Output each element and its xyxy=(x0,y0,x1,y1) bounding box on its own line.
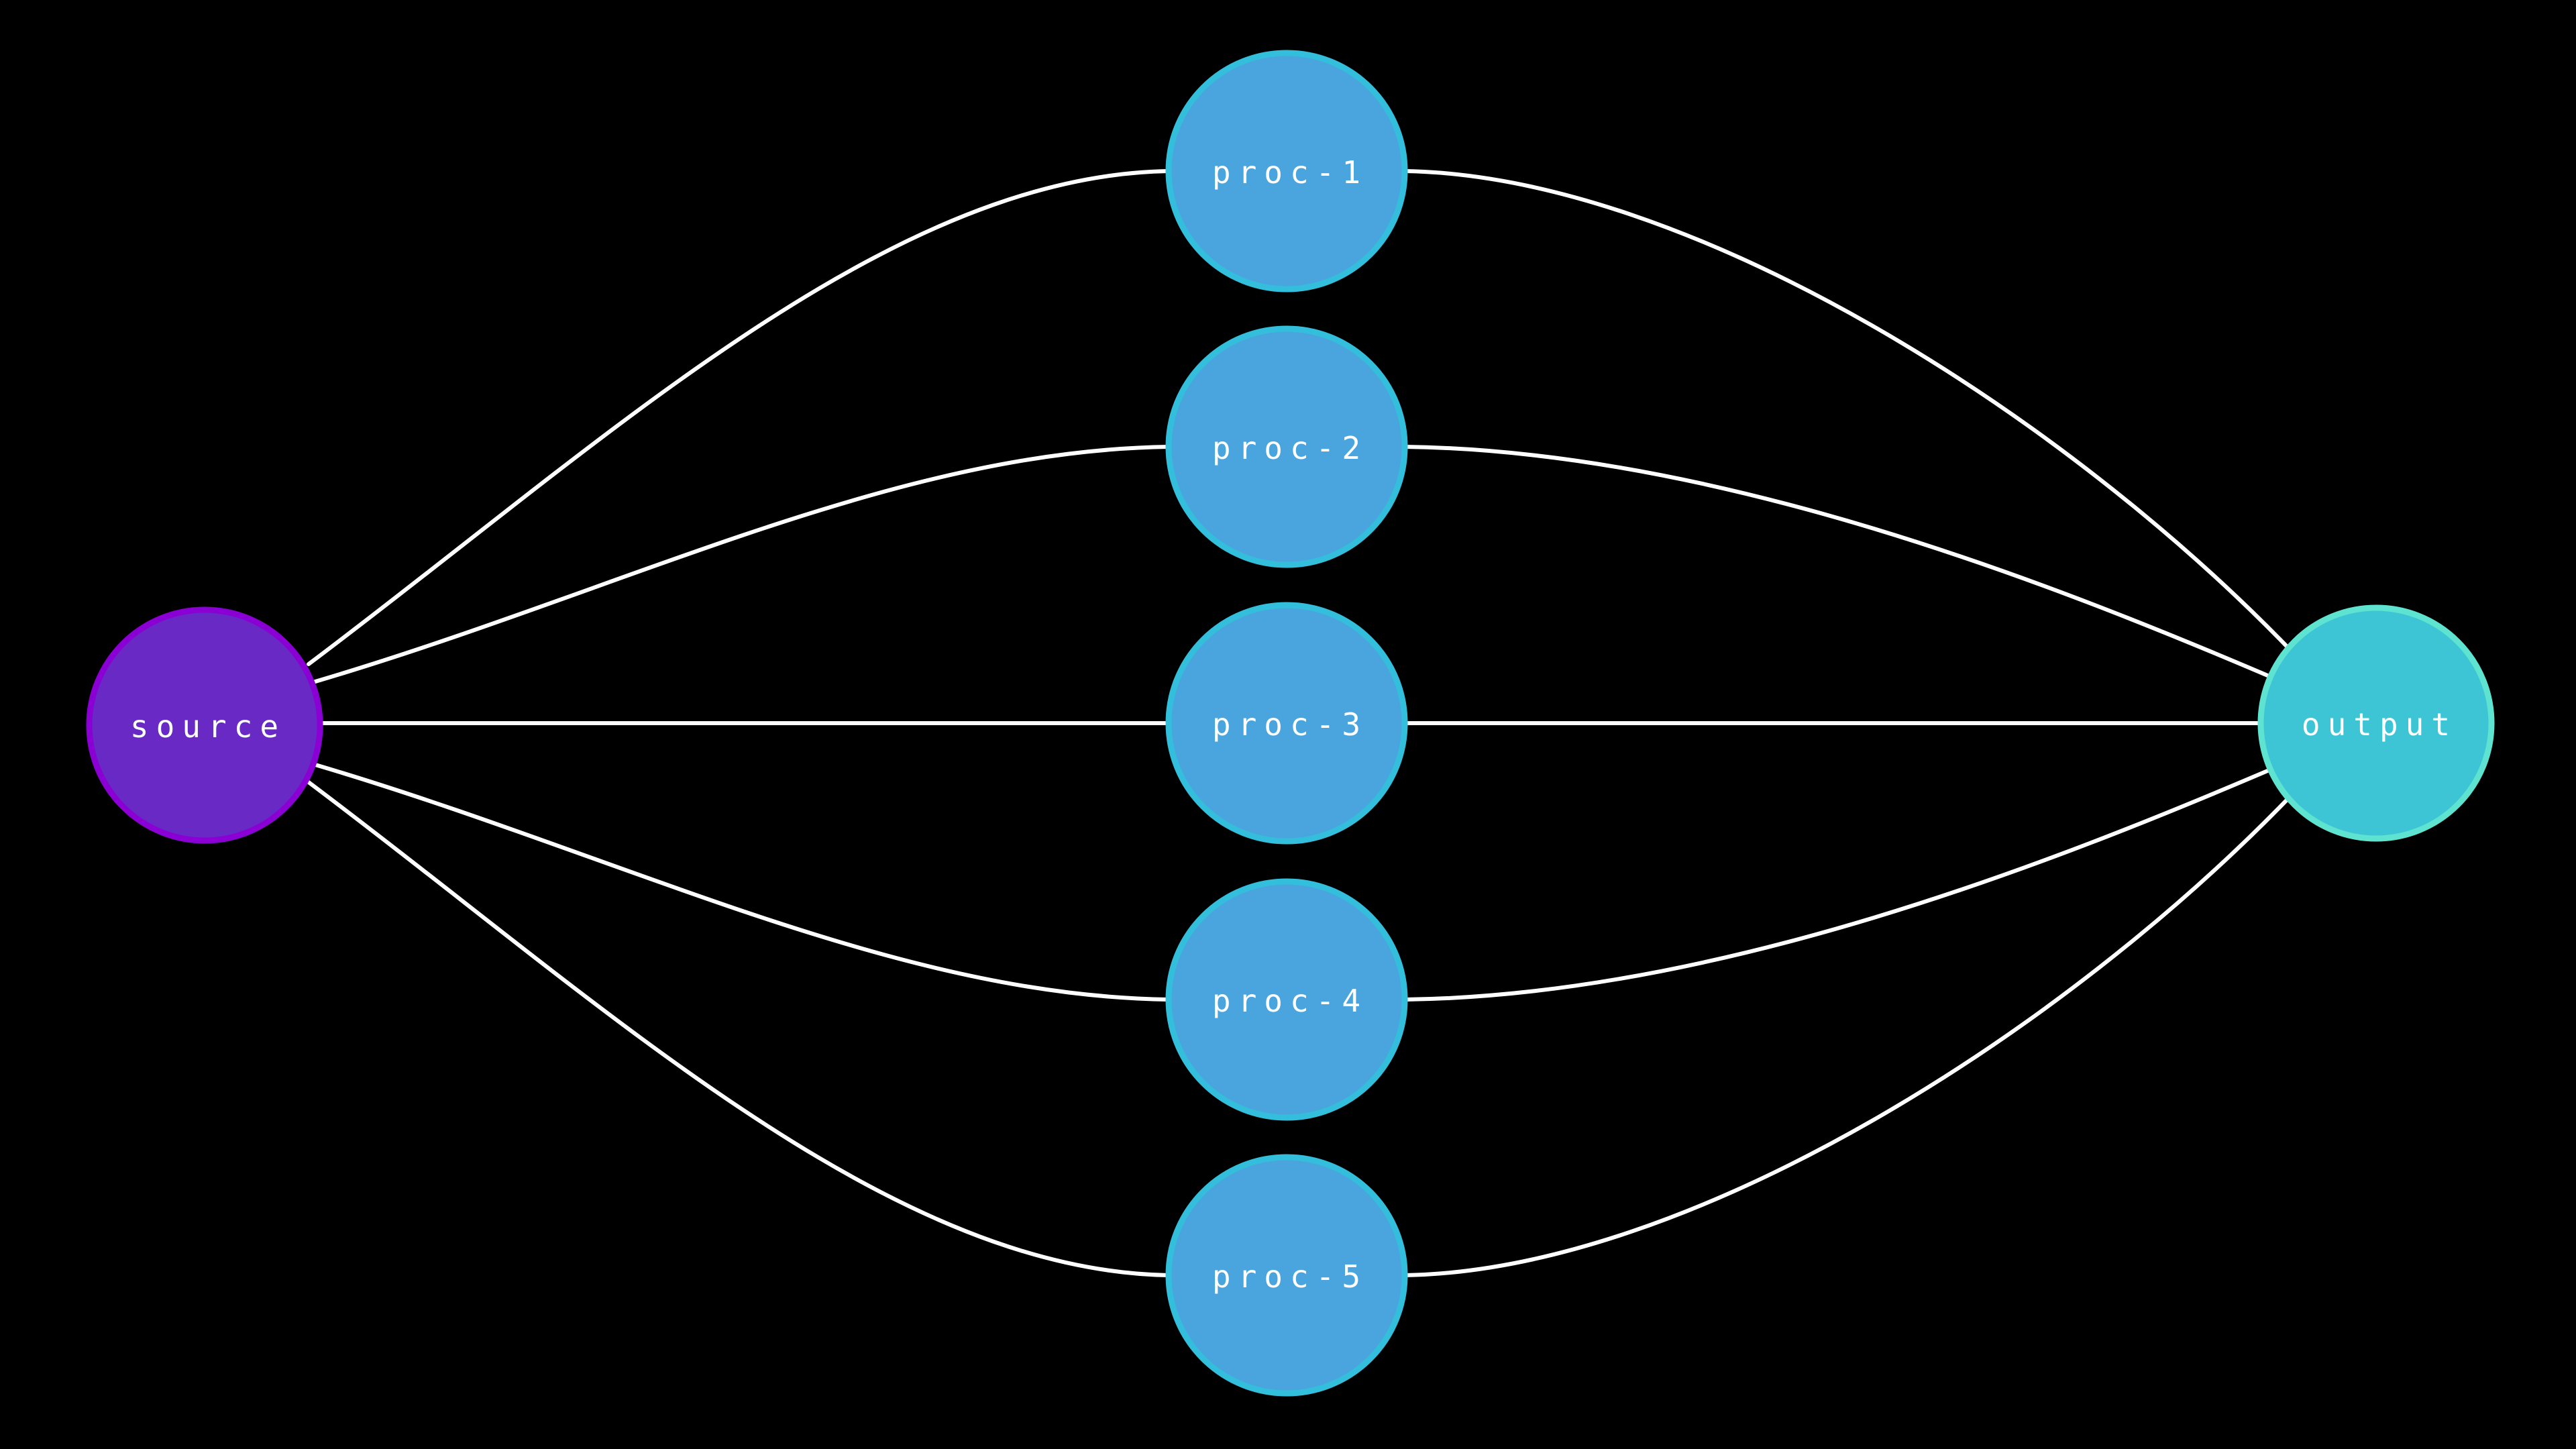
node-circle-output[interactable] xyxy=(2257,604,2495,842)
graph-edge xyxy=(313,763,1171,1002)
node-circle-proc-3[interactable] xyxy=(1165,602,1408,845)
node-label-output: output xyxy=(2302,706,2457,743)
node-label-proc-3: proc-3 xyxy=(1212,706,1368,743)
node-label-proc-1: proc-1 xyxy=(1212,154,1368,191)
node-circle-proc-2[interactable] xyxy=(1165,325,1408,568)
node-label-proc-5: proc-5 xyxy=(1212,1258,1368,1295)
graph-node-proc-4[interactable]: proc-4 xyxy=(1165,878,1408,1121)
graph-edge xyxy=(1403,445,2277,681)
graph-edge xyxy=(1403,790,2296,1277)
graph-node-proc-3[interactable]: proc-3 xyxy=(1165,602,1408,845)
graph-node-proc-5[interactable]: proc-5 xyxy=(1165,1154,1408,1397)
node-label-source: source xyxy=(130,708,286,745)
graph-node-proc-1[interactable]: proc-1 xyxy=(1165,50,1408,292)
graph-node-proc-2[interactable]: proc-2 xyxy=(1165,325,1408,568)
edges-layer xyxy=(307,169,2296,1277)
node-circle-proc-5[interactable] xyxy=(1165,1154,1408,1397)
node-circle-proc-1[interactable] xyxy=(1165,50,1408,292)
node-label-proc-2: proc-2 xyxy=(1212,430,1368,466)
graph-edge xyxy=(313,445,1171,684)
nodes-layer: source proc-1 proc-2 proc-3 proc-4 proc-5 outp… xyxy=(86,50,2495,1397)
node-circle-proc-4[interactable] xyxy=(1165,878,1408,1121)
graph-edge xyxy=(307,780,1171,1277)
graph-node-output[interactable]: output xyxy=(2257,604,2495,842)
graph-edge xyxy=(1403,169,2296,656)
graph-edge xyxy=(1403,765,2277,1002)
node-circle-source[interactable] xyxy=(86,606,323,844)
graph-edge xyxy=(307,169,1171,666)
node-label-proc-4: proc-4 xyxy=(1212,983,1368,1019)
graph-node-source[interactable]: source xyxy=(86,606,323,844)
